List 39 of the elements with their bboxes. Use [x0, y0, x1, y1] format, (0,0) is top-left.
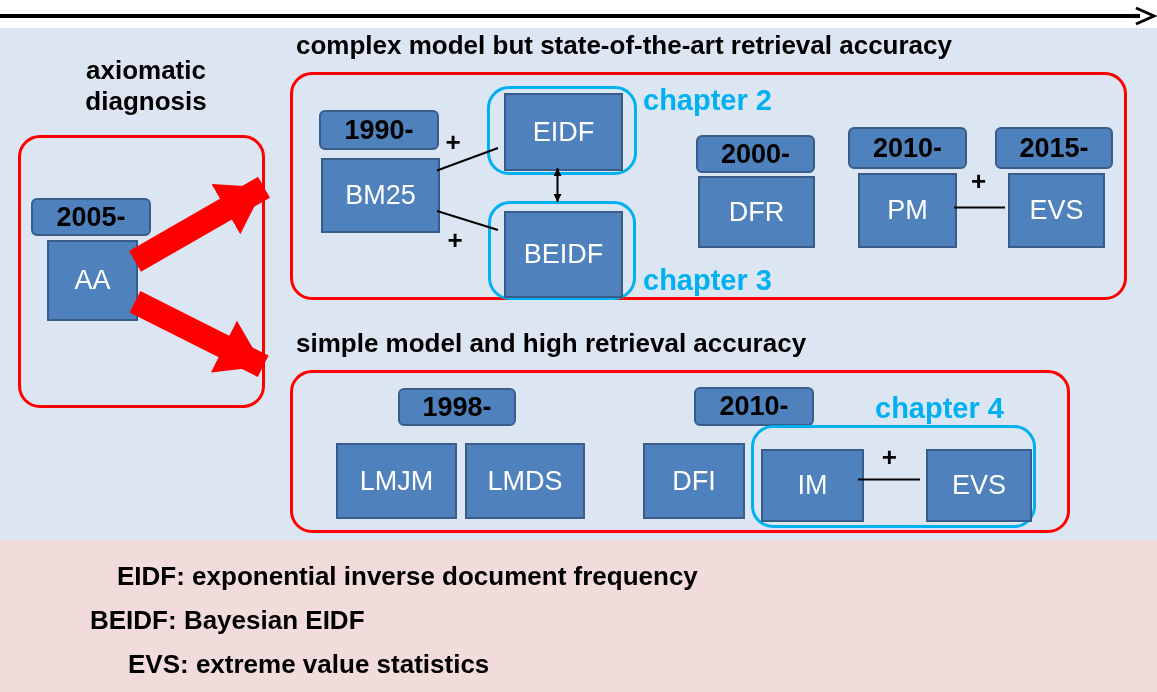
edge-label: + [881, 443, 897, 470]
model-box: PM [858, 173, 957, 248]
model-box: BM25 [321, 158, 440, 233]
group-heading: simple model and high retrieval accuracy [296, 328, 807, 360]
group-heading: chapter 2 [643, 83, 772, 118]
group-heading: complex model but state-of-the-art retrieval accuracy [296, 30, 952, 62]
model-box: IM [761, 449, 864, 522]
year-tag: 2010- [848, 127, 967, 169]
model-box: EVS [926, 449, 1032, 522]
connector [553, 167, 562, 203]
model-box: LMDS [465, 443, 585, 519]
year-tag: 2010- [694, 387, 814, 426]
definition-text: EIDF: exponential inverse document frequency [117, 560, 698, 593]
connector [436, 147, 499, 172]
year-tag: 1990- [319, 110, 439, 150]
connector [953, 206, 1006, 209]
group-heading: axiomatic diagnosis [84, 55, 208, 118]
edge-label: + [445, 129, 461, 156]
year-tag: 2000- [696, 135, 815, 173]
model-box: DFR [698, 176, 815, 248]
year-tag: 2015- [995, 127, 1113, 169]
thick-arrow [129, 176, 270, 272]
edge-label: + [447, 226, 463, 253]
model-box: AA [47, 240, 138, 321]
edge-label: + [971, 167, 987, 194]
definition-text: EVS: extreme value statistics [128, 648, 490, 681]
group-heading: chapter 4 [875, 391, 1004, 426]
connector [857, 478, 921, 481]
group-heading: chapter 3 [643, 263, 772, 298]
model-box: EVS [1008, 173, 1105, 248]
year-tag: 2005- [31, 198, 151, 236]
definition-text: BEIDF: Bayesian EIDF [90, 604, 365, 637]
model-box: LMJM [336, 443, 457, 519]
year-tag: 1998- [398, 388, 516, 426]
model-box: DFI [643, 443, 745, 519]
model-box: EIDF [504, 93, 623, 171]
thick-arrow [129, 291, 269, 377]
connector [436, 210, 499, 231]
model-box: BEIDF [504, 211, 623, 298]
